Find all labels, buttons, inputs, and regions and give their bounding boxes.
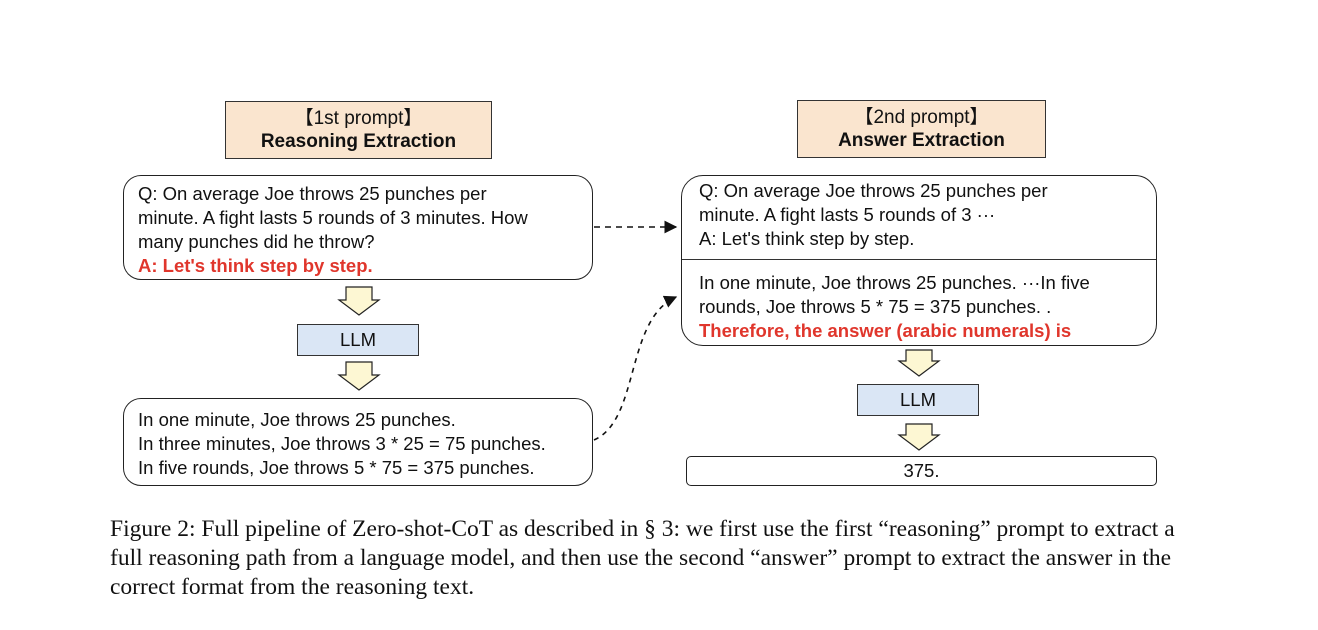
dashed-curve-arrow-reasoning [593, 295, 678, 441]
prompt1-header: 【1st prompt】 Reasoning Extraction [225, 101, 492, 159]
prompt2-reasoning-section: In one minute, Joe throws 25 punches. ··… [682, 260, 1156, 343]
prompt2-divider [682, 259, 1156, 260]
prompt1-output-line: In three minutes, Joe throws 3 * 25 = 75… [138, 433, 546, 454]
prompt1-llm-box: LLM [297, 324, 419, 356]
prompt1-trigger: A: Let's think step by step. [138, 255, 373, 276]
prompt2-reasoning-line: rounds, Joe throws 5 * 75 = 375 punches.… [699, 296, 1052, 317]
prompt2-title: Answer Extraction [838, 130, 1005, 151]
prompt2-header: 【2nd prompt】 Answer Extraction [797, 100, 1046, 158]
down-arrow-icon [897, 349, 941, 377]
down-arrow-icon [337, 286, 381, 316]
prompt1-tag: 【1st prompt】 [294, 108, 423, 129]
down-arrow-icon [897, 423, 941, 451]
prompt2-tag: 【2nd prompt】 [854, 107, 989, 128]
prompt2-input-box: Q: On average Joe throws 25 punches per … [681, 175, 1157, 346]
prompt1-output-line: In five rounds, Joe throws 5 * 75 = 375 … [138, 457, 535, 478]
prompt1-question-box: Q: On average Joe throws 25 punches per … [123, 175, 593, 280]
down-arrow-icon [337, 361, 381, 391]
prompt2-reasoning-line: In one minute, Joe throws 25 punches. ··… [699, 272, 1090, 293]
prompt2-question-line: A: Let's think step by step. [699, 228, 915, 249]
prompt1-output-line: In one minute, Joe throws 25 punches. [138, 409, 456, 430]
prompt1-output-box: In one minute, Joe throws 25 punches. In… [123, 398, 593, 486]
prompt2-question-section: Q: On average Joe throws 25 punches per … [682, 176, 1156, 259]
figure-caption: Figure 2: Full pipeline of Zero-shot-CoT… [110, 516, 1175, 600]
prompt1-question-line: many punches did he throw? [138, 231, 375, 252]
prompt2-llm-box: LLM [857, 384, 979, 416]
prompt1-question-line: minute. A fight lasts 5 rounds of 3 minu… [138, 207, 528, 228]
prompt2-question-line: minute. A fight lasts 5 rounds of 3 ··· [699, 204, 996, 225]
prompt2-trigger: Therefore, the answer (arabic numerals) … [699, 320, 1072, 341]
answer-box: 375. [686, 456, 1157, 486]
prompt1-title: Reasoning Extraction [260, 131, 457, 152]
prompt2-question-line: Q: On average Joe throws 25 punches per [699, 180, 1048, 201]
prompt1-question-line: Q: On average Joe throws 25 punches per [138, 183, 487, 204]
